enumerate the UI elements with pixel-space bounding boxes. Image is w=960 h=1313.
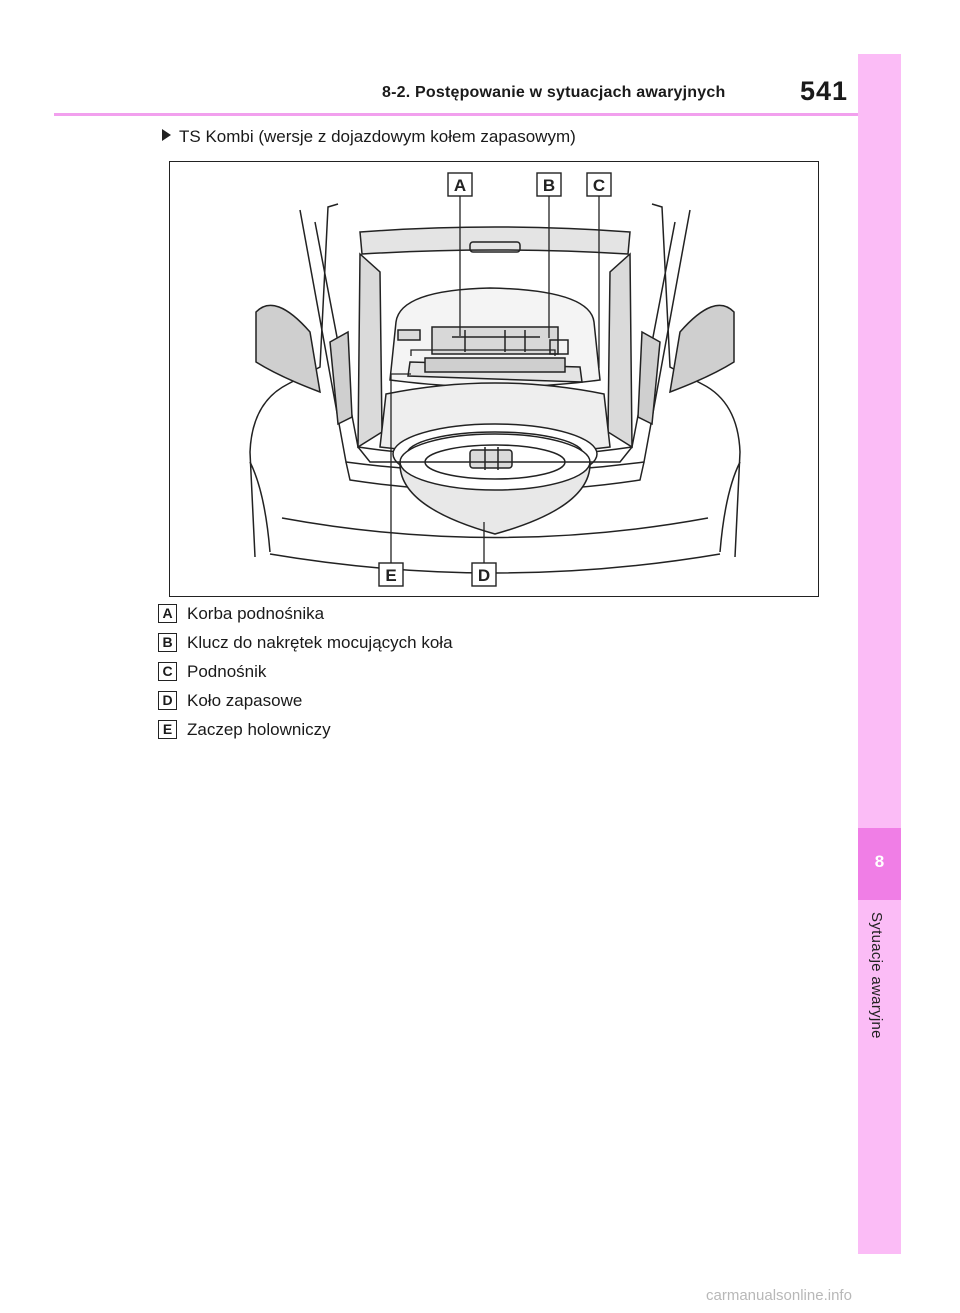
callout-c: C [586, 172, 612, 197]
chapter-number-tab [858, 828, 901, 900]
legend-badge: A [158, 604, 177, 623]
section-title: 8-2. Postępowanie w sytuacjach awaryjnyc… [382, 84, 726, 101]
legend-badge: E [158, 720, 177, 739]
legend-badge: D [158, 691, 177, 710]
legend-text: Koło zapasowe [187, 691, 303, 710]
legend-text: Podnośnik [187, 662, 267, 681]
callout-b: B [536, 172, 562, 197]
page-number: 541 [800, 76, 849, 106]
chapter-label: Sytuacje awaryjne [868, 912, 885, 1039]
chapter-number: 8 [874, 852, 885, 871]
callout-label: C [593, 176, 605, 195]
callout-a: A [447, 172, 473, 197]
callout-d: D [471, 562, 497, 587]
callout-label: A [454, 176, 466, 195]
subheading: TS Kombi (wersje z dojazdowym kołem zapa… [162, 127, 576, 147]
chapter-side-tab [858, 54, 901, 1254]
legend-text: Korba podnośnika [187, 604, 325, 623]
legend-badge: C [158, 662, 177, 681]
car-trunk-drawing: A B C D E [249, 172, 741, 587]
callout-e: E [378, 562, 404, 587]
legend-text: Klucz do nakrętek mocujących koła [187, 633, 453, 652]
legend-badge: B [158, 633, 177, 652]
callout-label: E [385, 566, 396, 585]
callout-label: D [478, 566, 490, 585]
trunk-illustration: A B C D E [169, 161, 819, 597]
triangle-bullet-icon [162, 129, 171, 141]
legend-text: Zaczep holowniczy [187, 720, 331, 739]
subheading-text: TS Kombi (wersje z dojazdowym kołem zapa… [179, 127, 576, 146]
watermark: carmanualsonline.info [706, 1287, 852, 1304]
header-divider [54, 113, 858, 116]
callout-label: B [543, 176, 555, 195]
